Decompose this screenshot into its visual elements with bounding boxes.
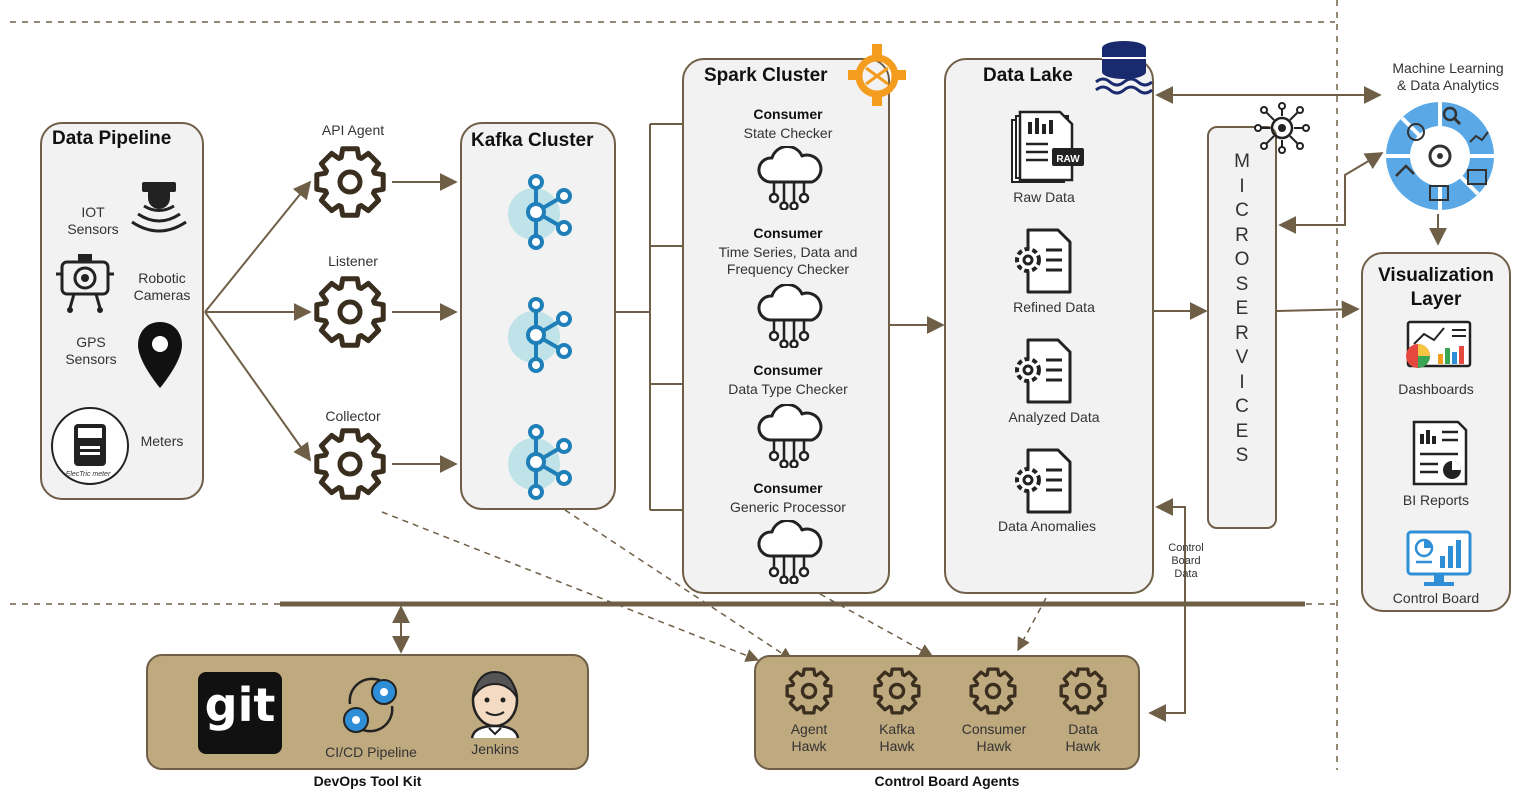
iot-sensor-icon (131, 182, 187, 233)
consumer-heading: Consumer (753, 362, 823, 378)
listener-gear-icon (312, 274, 388, 355)
agent-hawk-label: Agent Hawk (790, 721, 828, 754)
state-checker-label: State Checker (743, 125, 833, 141)
api-agent-label: API Agent (321, 122, 385, 138)
spark-cluster-title: Spark Cluster (704, 65, 828, 86)
cloud-compute-icon (754, 283, 826, 353)
bi-reports-label: BI Reports (1402, 492, 1470, 508)
consumer-heading: Consumer (753, 225, 823, 241)
control-board-data-label: Control Board Data (1168, 542, 1204, 580)
ml-analytics-wheel-icon (1386, 102, 1494, 210)
meter-icon (51, 407, 129, 485)
data-hawk-label: Data Hawk (1065, 721, 1101, 754)
control-board-monitor-icon (1406, 530, 1472, 586)
consumer-heading: Consumer (753, 106, 823, 122)
data-type-checker-label: Data Type Checker (728, 381, 848, 397)
visualization-layer-title: Visualization Layer (1378, 265, 1494, 310)
data-hawk-gear-icon (1058, 666, 1108, 721)
listener-label: Listener (328, 253, 378, 269)
dashboards-label: Dashboards (1398, 381, 1474, 397)
analyzed-data-document-icon (1010, 336, 1080, 411)
cicd-pipeline-label: CI/CD Pipeline (325, 744, 417, 760)
raw-data-document-icon (1011, 110, 1084, 183)
jenkins-label: Jenkins (471, 741, 519, 757)
gps-pin-icon (138, 322, 182, 388)
data-pipeline-title: Data Pipeline (52, 128, 172, 149)
gps-sensors-label: GPS Sensors (65, 334, 117, 367)
robotic-cameras-label: Robotic Cameras (133, 270, 191, 303)
kafka-broker-icon (506, 422, 578, 507)
time-series-checker-label: Time Series, Data and Frequency Checker (718, 244, 858, 277)
kafka-hawk-label: Kafka Hawk (879, 721, 915, 754)
raw-badge: RAW (1056, 154, 1080, 165)
refined-data-document-icon (1010, 226, 1080, 301)
consumer-heading: Consumer (753, 480, 823, 496)
iot-sensors-label: IOT Sensors (67, 204, 119, 237)
control-board-label: Control Board (1392, 590, 1480, 606)
meters-label: Meters (140, 433, 184, 449)
refined-data-label: Refined Data (1013, 299, 1095, 315)
cloud-compute-icon (754, 403, 826, 473)
kafka-cluster-title: Kafka Cluster (471, 130, 594, 151)
kafka-broker-icon (506, 172, 578, 257)
robotic-camera-icon (56, 254, 114, 313)
analyzed-data-label: Analyzed Data (1008, 409, 1100, 425)
git-logo (198, 672, 282, 754)
data-anomalies-label: Data Anomalies (997, 518, 1097, 534)
data-lake-title: Data Lake (983, 65, 1073, 86)
microservices-label: M I C R O S E R V I C E S (1234, 151, 1250, 466)
database-icon (1095, 41, 1153, 95)
consumer-hawk-gear-icon (968, 666, 1018, 721)
kafka-broker-icon (506, 295, 578, 380)
raw-data-label: Raw Data (1013, 189, 1075, 205)
collector-gear-icon (312, 426, 388, 507)
jenkins-icon (470, 670, 520, 739)
consumer-hawk-label: Consumer Hawk (961, 721, 1027, 754)
dashboard-icon (1406, 320, 1472, 368)
git-logo-text: git (204, 678, 276, 732)
data-anomalies-document-icon (1010, 446, 1080, 521)
cloud-compute-icon (754, 519, 826, 589)
network-hub-icon (1254, 102, 1310, 154)
kafka-hawk-gear-icon (872, 666, 922, 721)
control-board-agents-title: Control Board Agents (874, 773, 1020, 789)
meter-text: ElecTric meter (65, 471, 111, 478)
generic-processor-label: Generic Processor (730, 499, 846, 515)
cicd-pipeline-icon (343, 677, 397, 733)
devops-toolkit-title: DevOps Tool Kit (313, 773, 422, 789)
machine-learning-label: Machine Learning & Data Analytics (1392, 60, 1504, 93)
cloud-compute-icon (754, 145, 826, 215)
agent-hawk-gear-icon (784, 666, 834, 721)
spark-logo-icon (848, 44, 906, 106)
api-agent-gear-icon (312, 144, 388, 225)
bi-report-icon (1412, 420, 1468, 486)
microservices-panel (1207, 126, 1277, 529)
collector-label: Collector (325, 408, 381, 424)
